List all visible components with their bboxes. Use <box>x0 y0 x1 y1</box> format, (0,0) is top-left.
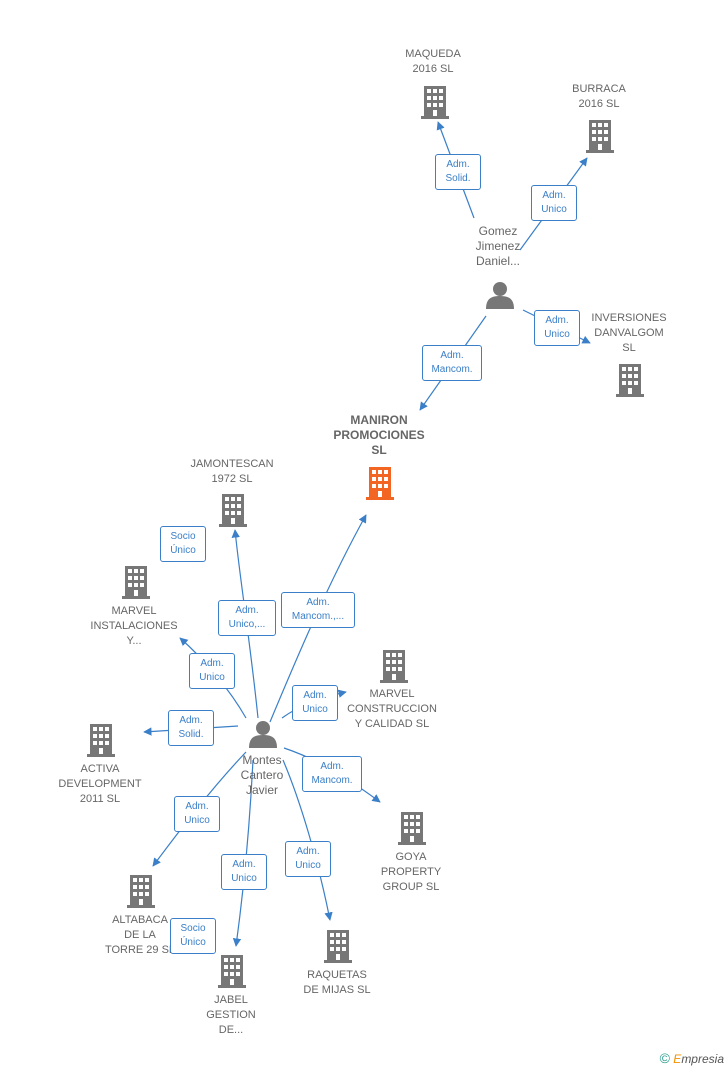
node-gomez[interactable]: Gomez Jimenez Daniel... <box>475 224 521 268</box>
building-icon <box>122 566 150 599</box>
relation-badge[interactable]: Adm.Mancom. <box>422 345 482 381</box>
node-altabaca[interactable]: ALTABACA DE LA TORRE 29 SL <box>104 914 176 956</box>
building-icon <box>380 650 408 683</box>
building-icon <box>127 875 155 908</box>
relation-badge[interactable]: Adm.Unico <box>174 796 220 832</box>
relation-badge[interactable]: Adm.Mancom.,... <box>281 592 355 628</box>
node-montes[interactable]: Montes Cantero Javier <box>240 753 284 797</box>
relation-badge[interactable]: Adm.Unico <box>285 841 331 877</box>
edge-montes-raquetas <box>282 759 333 921</box>
relation-badge[interactable]: Adm.Mancom. <box>302 756 362 792</box>
node-maniron[interactable]: MANIRON PROMOCIONES SL <box>333 413 425 457</box>
node-maqueda[interactable]: MAQUEDA 2016 SL <box>405 48 461 75</box>
edge-montes-jabel <box>232 759 254 947</box>
building-icon <box>366 467 394 500</box>
relation-badge[interactable]: Adm.Unico <box>189 653 235 689</box>
node-jabel[interactable]: JABEL GESTION DE... <box>206 994 256 1036</box>
brand-logo: Empresia <box>673 1052 724 1066</box>
node-burraca[interactable]: BURRACA 2016 SL <box>572 83 626 110</box>
relation-badge[interactable]: Adm.Unico <box>221 854 267 890</box>
copyright-icon: © <box>659 1050 670 1066</box>
relation-badge[interactable]: Adm.Unico <box>534 310 580 346</box>
node-raquetas[interactable]: RAQUETAS DE MIJAS SL <box>303 969 371 996</box>
building-icon <box>218 955 246 988</box>
relation-badge[interactable]: Adm.Unico,... <box>218 600 276 636</box>
building-icon <box>616 364 644 397</box>
building-icon <box>421 86 449 119</box>
building-icon <box>398 812 426 845</box>
building-icon <box>324 930 352 963</box>
node-marvel-construccion[interactable]: MARVEL CONSTRUCCION Y CALIDAD SL <box>347 688 437 730</box>
building-icon <box>219 494 247 527</box>
footer-brand[interactable]: © Empresia <box>660 1050 724 1066</box>
node-marvel-instalaciones[interactable]: MARVEL INSTALACIONES Y... <box>90 605 178 647</box>
person-icon <box>249 721 277 748</box>
node-inversiones[interactable]: INVERSIONES DANVALGOM SL <box>591 312 667 354</box>
relation-badge[interactable]: Adm.Solid. <box>435 154 481 190</box>
node-jamontescan[interactable]: JAMONTESCAN 1972 SL <box>190 458 274 485</box>
building-icon <box>87 724 115 757</box>
person-icon <box>486 282 514 309</box>
node-activa[interactable]: ACTIVA DEVELOPMENT 2011 SL <box>58 763 142 805</box>
building-icon <box>586 120 614 153</box>
node-goya[interactable]: GOYA PROPERTY GROUP SL <box>380 851 442 893</box>
relation-badge[interactable]: Adm.Solid. <box>168 710 214 746</box>
relation-badge[interactable]: Adm.Unico <box>531 185 577 221</box>
relation-badge[interactable]: Adm.Unico <box>292 685 338 721</box>
